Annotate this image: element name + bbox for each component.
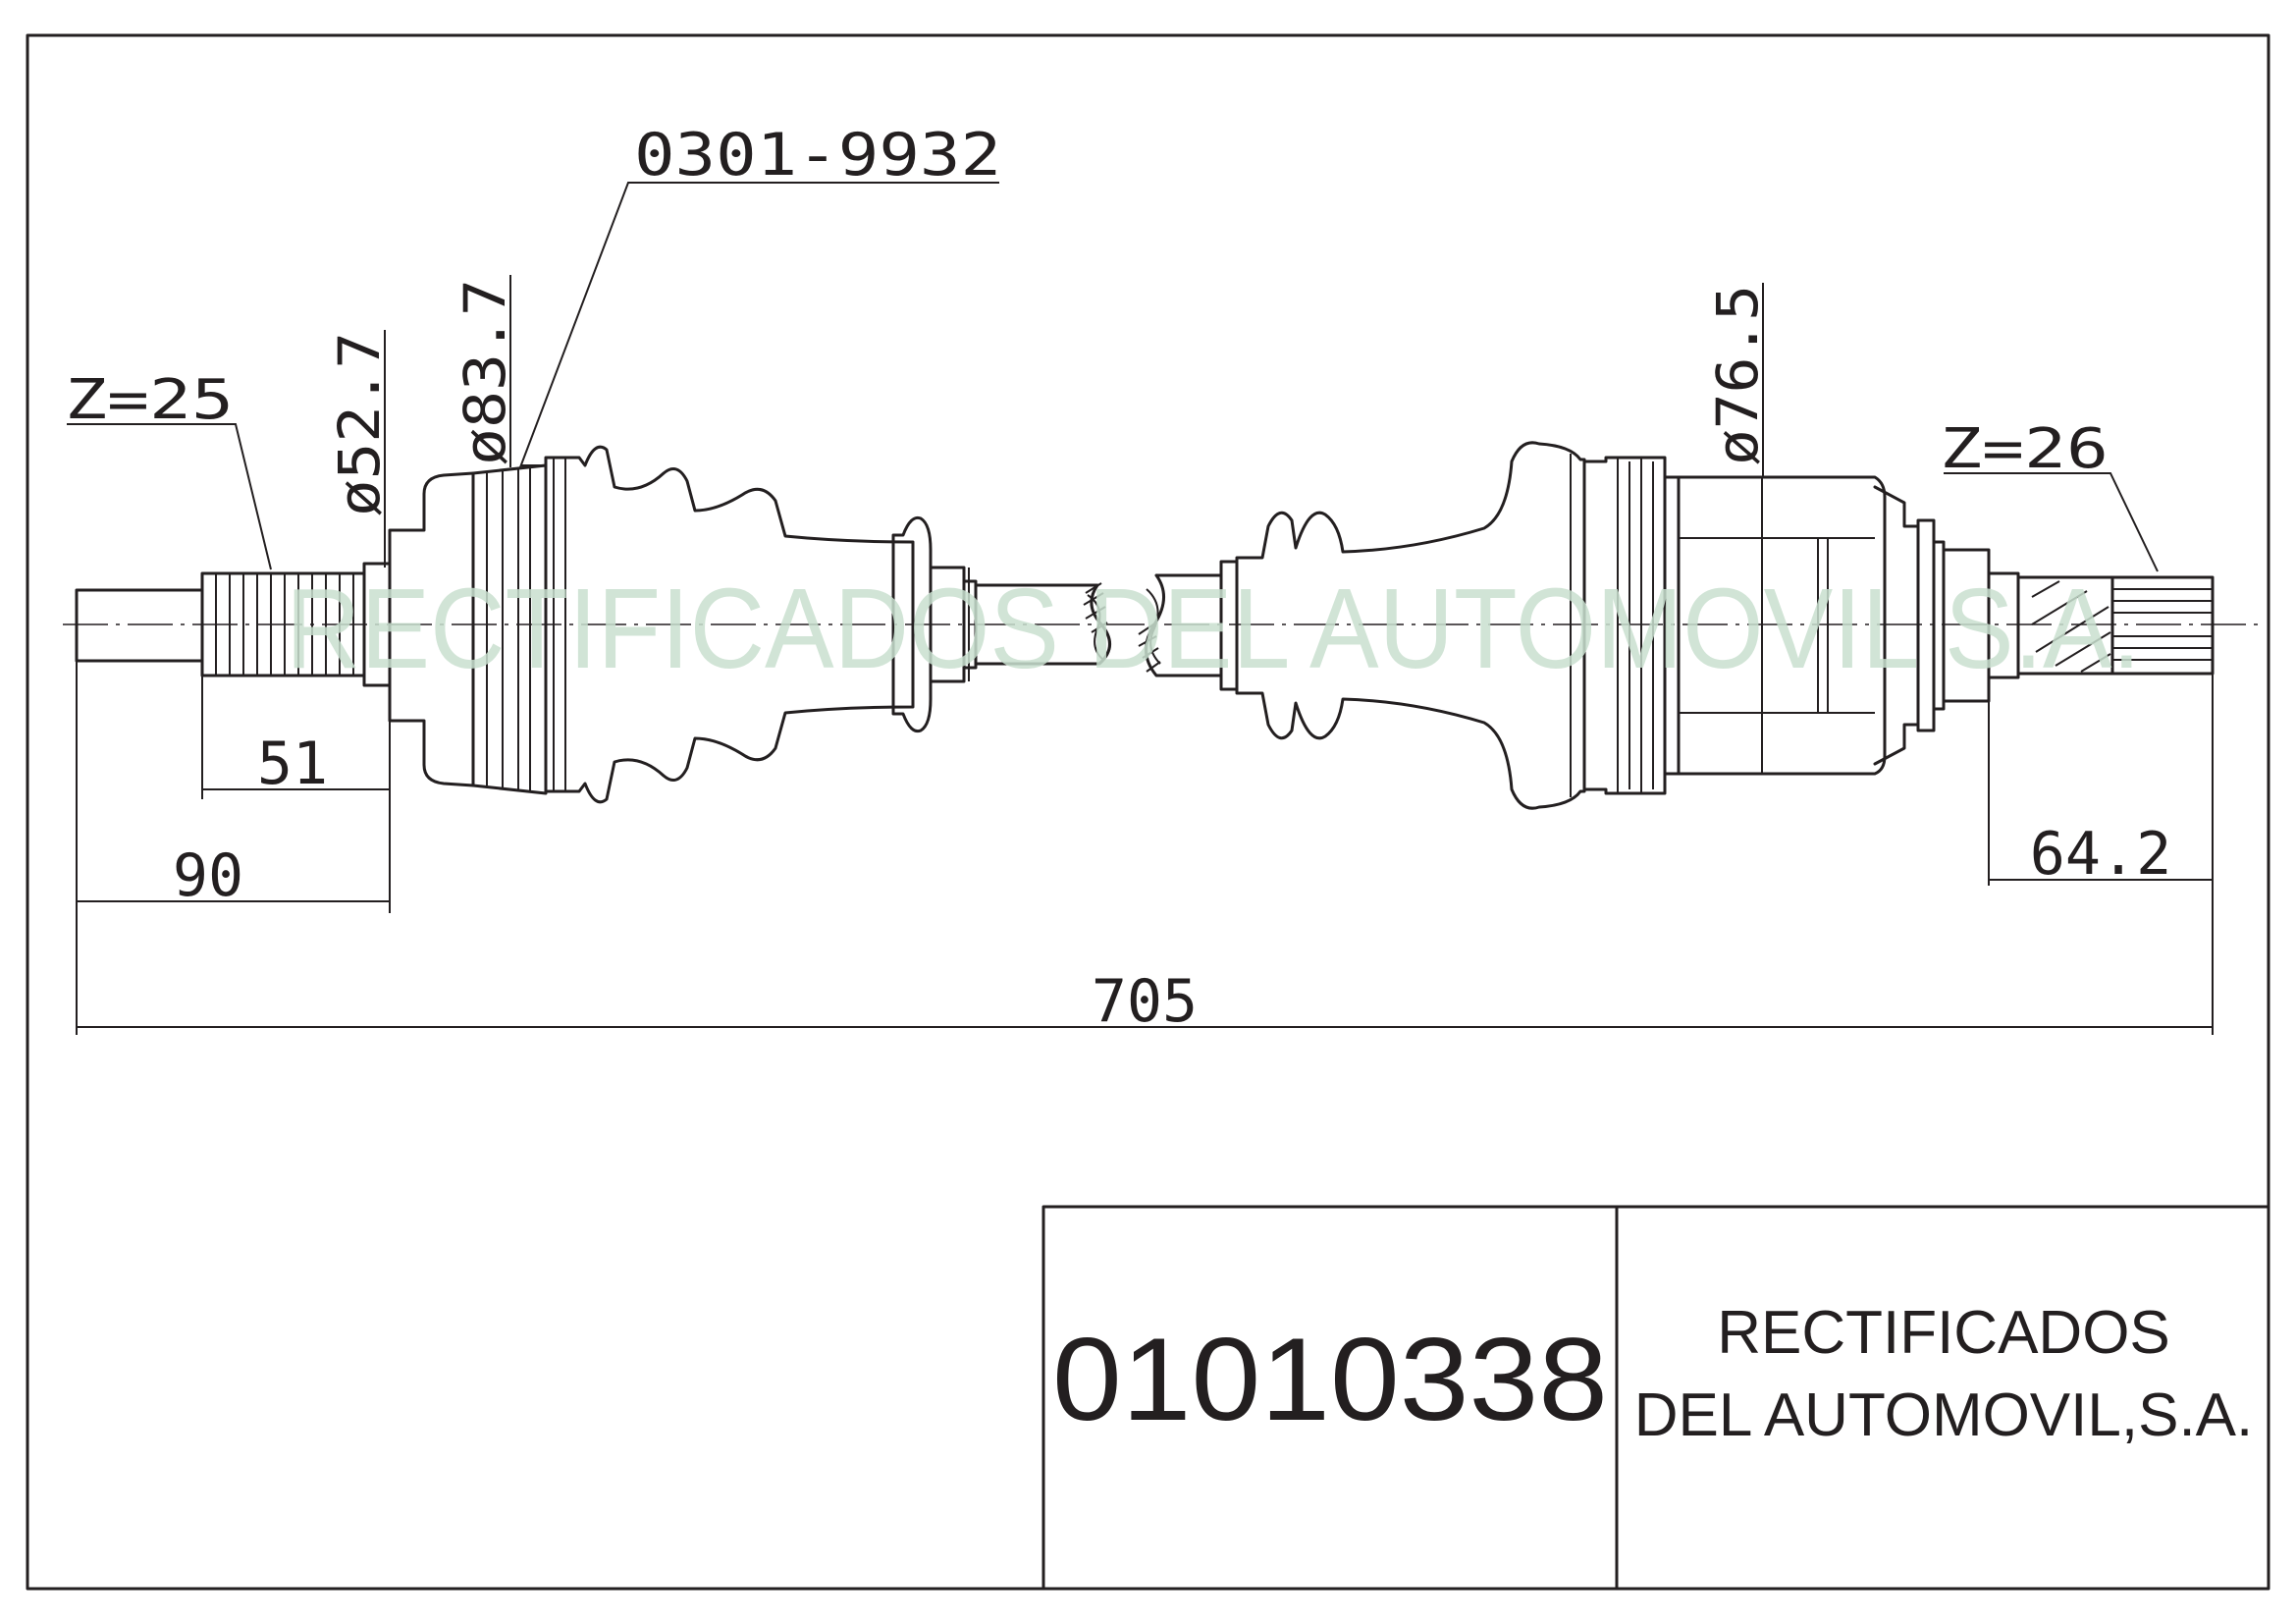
- left-stub-shaft: [75, 562, 392, 687]
- dimension-51-label: 51: [257, 730, 328, 798]
- right-stub-shaft: [1916, 518, 2215, 732]
- dimension-705-label: 705: [1092, 967, 1198, 1036]
- diameter-83-7-label: ø83.7: [452, 279, 518, 465]
- part-reference-label: 0301-9932: [634, 121, 1001, 189]
- company-name-line1: RECTIFICADOS: [1717, 1299, 2170, 1367]
- title-block: 01010338 RECTIFICADOS DEL AUTOMOVIL,S.A.: [1041, 1205, 2270, 1591]
- diameter-52-7-label: ø52.7: [326, 332, 393, 516]
- right-spline-teeth-label: Z=26: [1940, 417, 2109, 481]
- left-boot: [544, 445, 915, 804]
- diameter-76-5-label: ø76.5: [1704, 285, 1771, 465]
- dimension-64-2-label: 64.2: [2030, 820, 2172, 889]
- drawing-border: [26, 33, 2270, 1591]
- watermark-text: RECTIFICADOS DEL AUTOMOVIL S.A.: [286, 565, 2141, 692]
- left-spline-teeth-label: Z=25: [65, 368, 234, 432]
- dimension-lines: [67, 182, 2214, 1035]
- intermediate-shaft: [974, 560, 1239, 691]
- left-damper: [891, 515, 978, 733]
- inner-joint-housing: [1582, 456, 1920, 795]
- part-number: 01010338: [1052, 1314, 1608, 1445]
- company-name-line2: DEL AUTOMOVIL,S.A.: [1634, 1381, 2254, 1449]
- dimension-90-label: 90: [173, 841, 243, 910]
